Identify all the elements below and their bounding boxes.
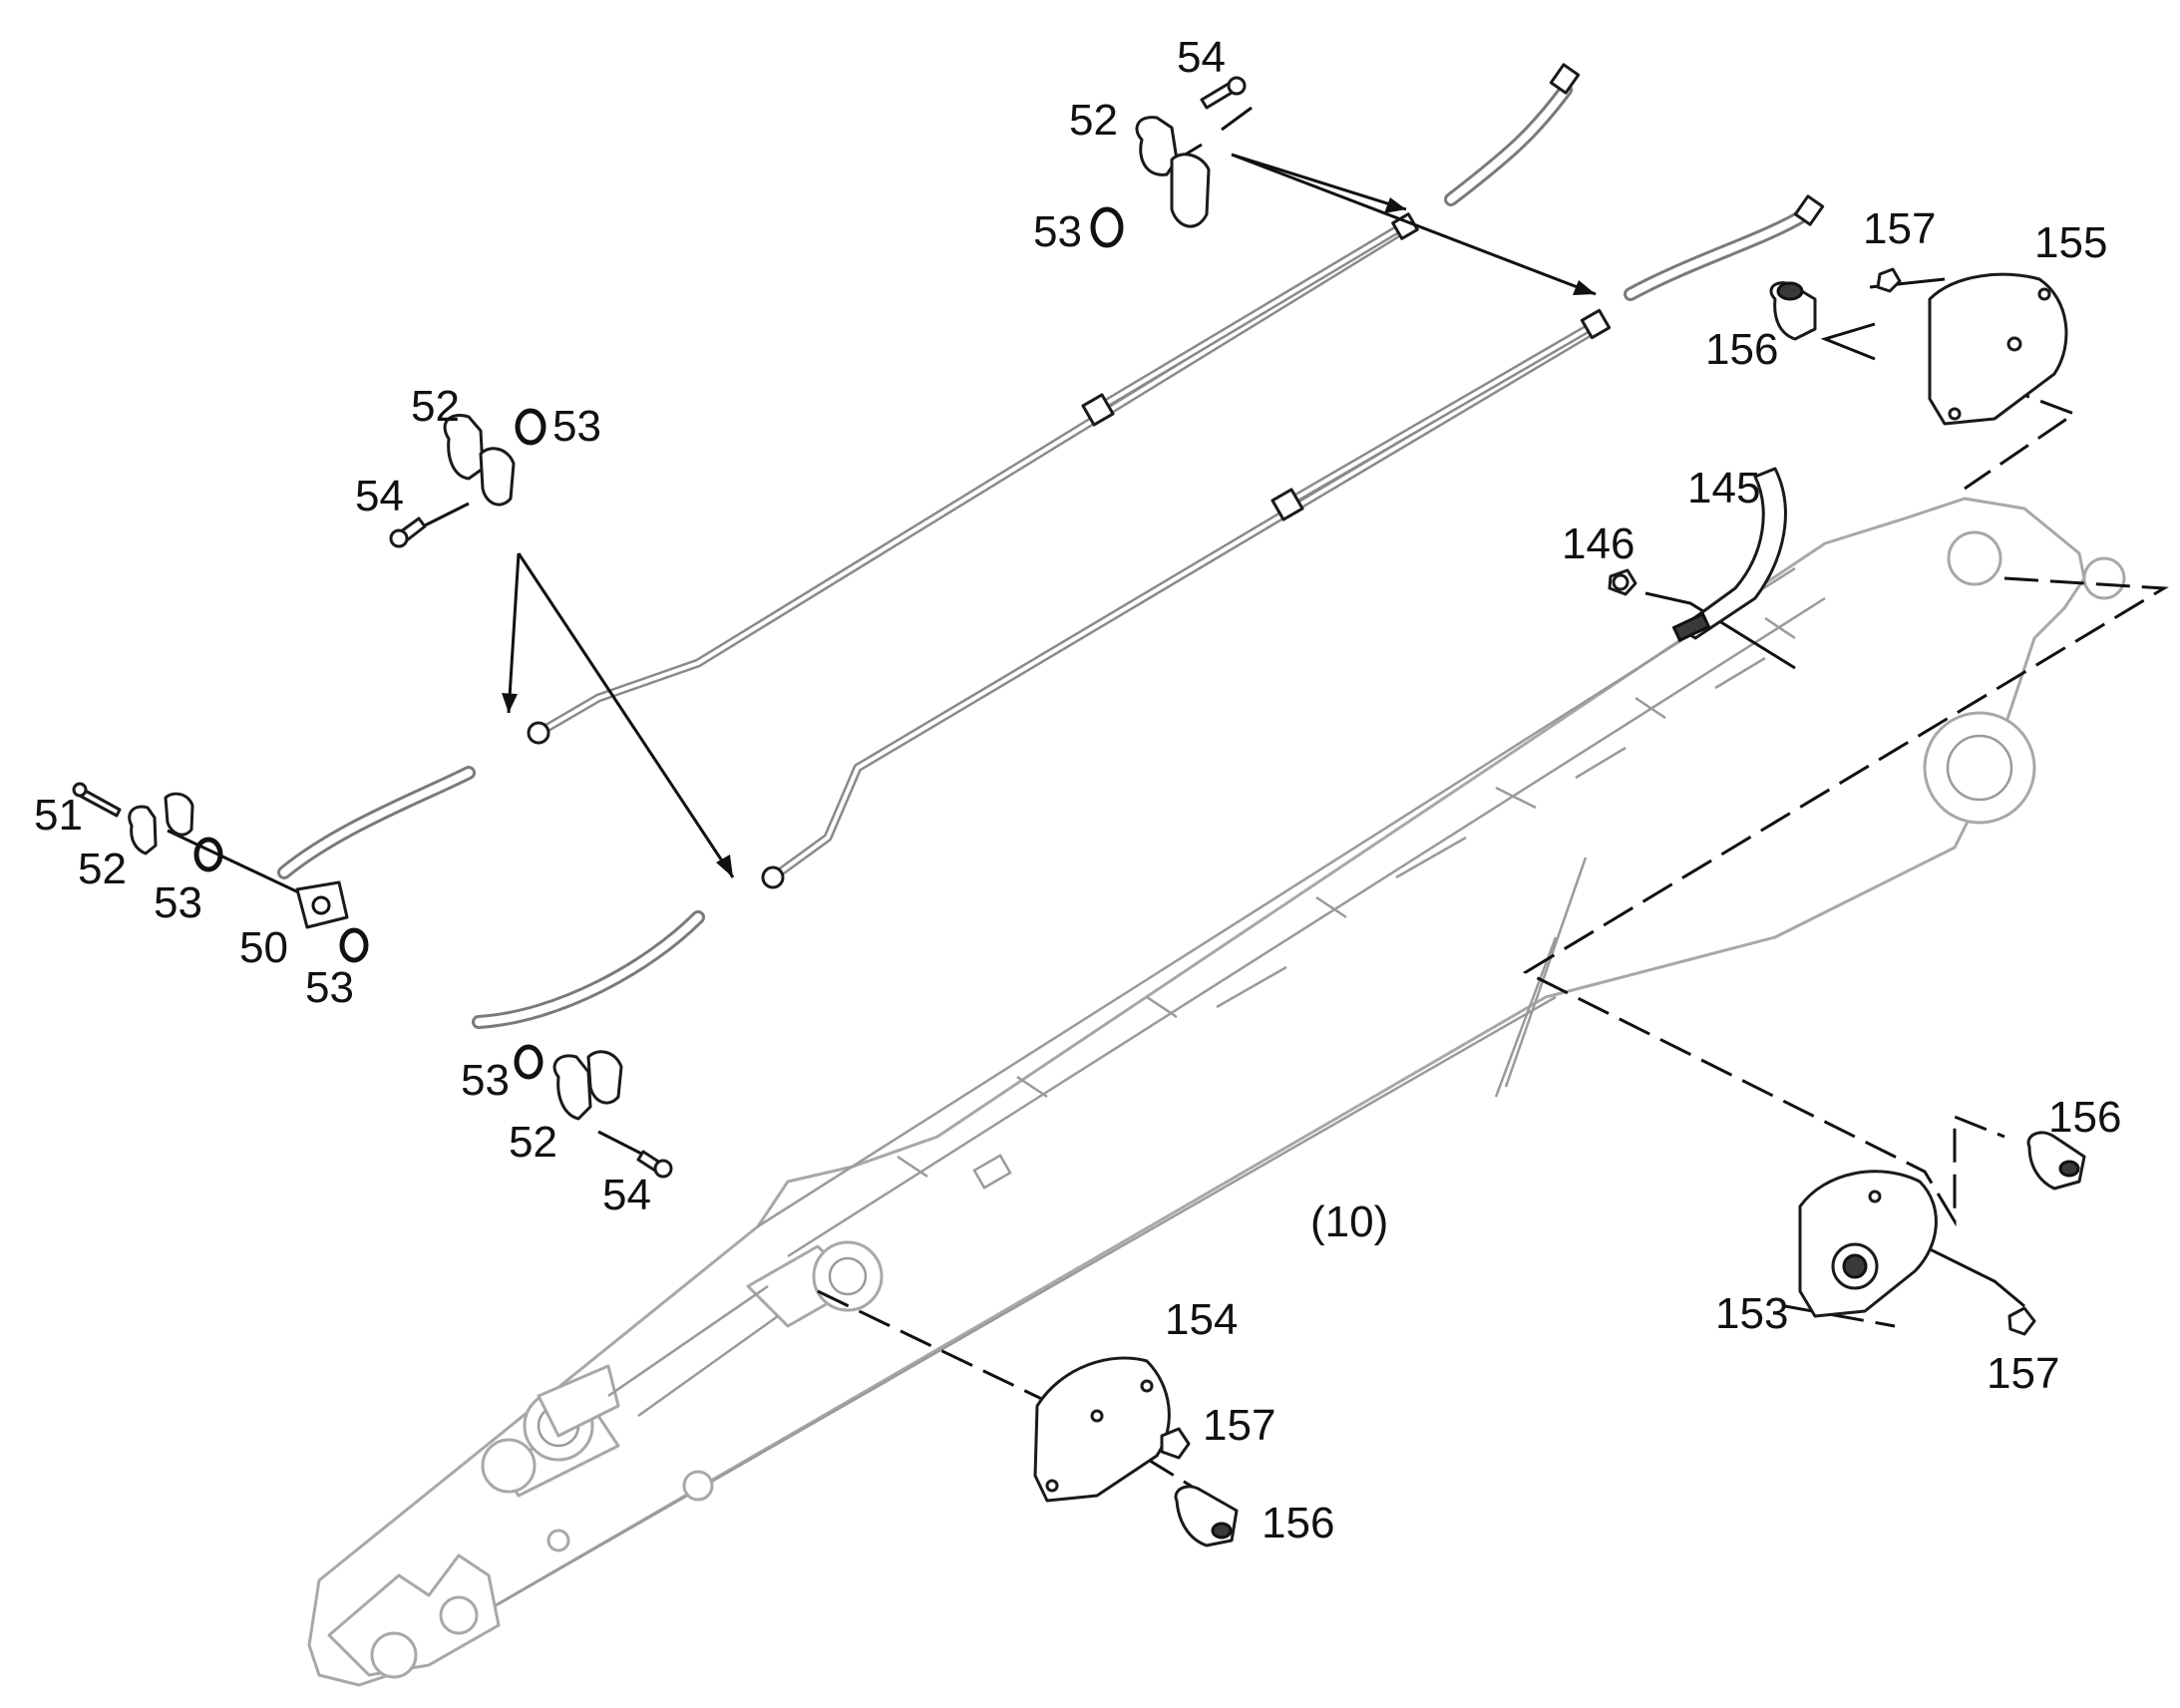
flange-set-lower-left: [72, 782, 369, 963]
callout-assembly-10: (10): [1310, 1197, 1388, 1246]
callout-53-low: 53: [154, 878, 202, 927]
callout-145: 145: [1687, 464, 1760, 512]
callout-52-low: 52: [78, 845, 127, 893]
callout-53-top: 53: [1033, 207, 1082, 256]
flange-set-top: [1090, 76, 1247, 248]
callout-157-bottom: 157: [1203, 1401, 1275, 1450]
callout-155: 155: [2034, 218, 2107, 267]
callout-154: 154: [1165, 1295, 1238, 1344]
callout-156-right: 156: [2048, 1093, 2121, 1142]
callout-labels: 54 52 53 157 155 156 52 53 54 145 146 51…: [34, 33, 2121, 1547]
callout-53-left: 53: [552, 402, 601, 451]
flange-set-left: [389, 408, 546, 548]
callout-51: 51: [34, 791, 83, 840]
wear-strip-145: [1608, 467, 1787, 643]
callout-50: 50: [239, 923, 288, 972]
callout-156-bottom: 156: [1262, 1499, 1334, 1547]
callout-156-top: 156: [1705, 325, 1778, 374]
callout-52-top: 52: [1069, 96, 1118, 145]
callout-54-left: 54: [355, 472, 404, 520]
callout-157-top: 157: [1863, 204, 1936, 253]
callout-53-bottom: 53: [461, 1056, 510, 1105]
callout-52-bottom: 52: [509, 1118, 557, 1167]
callout-146: 146: [1562, 519, 1635, 568]
cover-plate-154: [1033, 1356, 1239, 1547]
callout-54-top: 54: [1177, 33, 1226, 82]
hydraulic-hoses: [277, 63, 1825, 1029]
boom-arm-assembly: [307, 497, 2126, 1687]
cover-plate-153: [1798, 1131, 2086, 1336]
callout-153: 153: [1715, 1289, 1788, 1338]
flange-set-bottom: [514, 1044, 673, 1179]
callout-53-low2: 53: [305, 963, 354, 1012]
callout-52-left: 52: [411, 382, 460, 431]
cover-plate-155: [1769, 267, 2068, 426]
callout-157-right: 157: [1987, 1349, 2059, 1398]
hydraulic-pipes: [527, 212, 1612, 889]
assembly-arrows: [502, 153, 1597, 878]
callout-54-bottom: 54: [602, 1171, 651, 1219]
